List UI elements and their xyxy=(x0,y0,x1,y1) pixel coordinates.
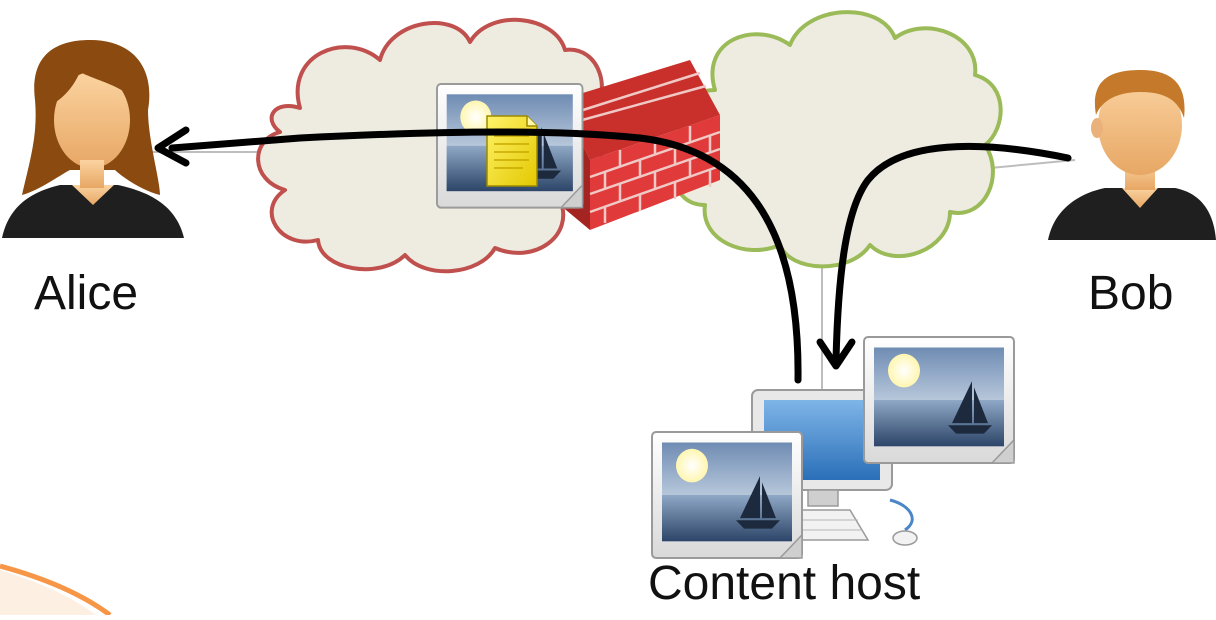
bob-label: Bob xyxy=(1088,267,1174,320)
content-host-arrowhead xyxy=(816,338,856,370)
content-host-to-alice-arrow xyxy=(168,128,802,384)
corner-accent-arc xyxy=(0,563,112,618)
person-male-icon xyxy=(1048,70,1216,240)
computer-with-images-icon xyxy=(650,335,1016,560)
bob-network-cloud xyxy=(672,10,1003,269)
alice-arrowhead xyxy=(154,126,190,167)
bob-link-line xyxy=(989,159,1076,169)
bob-to-content-host-arrow xyxy=(832,142,1072,364)
alice-label: Alice xyxy=(34,267,139,320)
content-host-label: Content host xyxy=(648,557,921,610)
image-with-document-icon xyxy=(435,82,584,209)
person-female-icon xyxy=(2,40,184,238)
